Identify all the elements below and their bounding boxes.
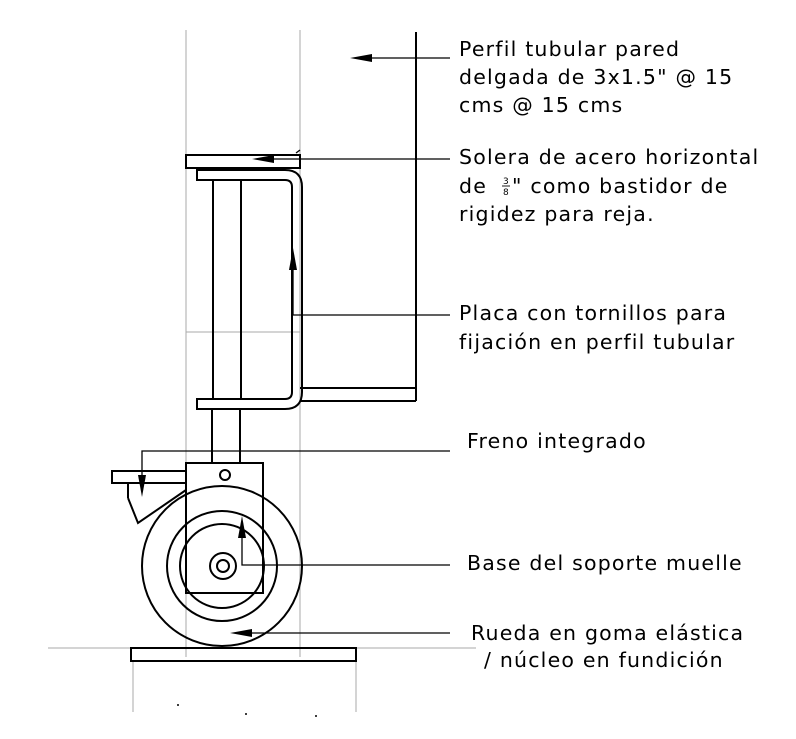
- label-integrated-brake: Freno integrado: [467, 429, 647, 453]
- label-bar-line-2-prefix: de: [459, 174, 487, 198]
- label-bar-line-3: rigidez para reja.: [459, 202, 655, 226]
- label-tube-line-3: cms @ 15 cms: [459, 93, 623, 117]
- leader-fixing-plate: [289, 248, 450, 316]
- leader-tubular-profile: [350, 54, 450, 62]
- label-bar-fraction-denominator: 8: [503, 188, 509, 198]
- label-bar-fraction-numerator: 3: [503, 177, 509, 187]
- label-base-line-1: Base del soporte muelle: [467, 551, 743, 575]
- label-tube-line-1: Perfil tubular pared: [459, 37, 680, 61]
- label-plate-line-1: Placa con tornillos para: [459, 301, 727, 325]
- label-rubber-wheel: Rueda en goma elástica / núcleo en fundi…: [471, 621, 744, 672]
- label-wheel-line-1: Rueda en goma elástica: [471, 621, 744, 645]
- label-plate-line-2: fijación en perfil tubular: [459, 330, 735, 354]
- label-wheel-line-2: / núcleo en fundición: [484, 648, 724, 672]
- caster-stem: [211, 408, 241, 464]
- label-bar-line-1: Solera de acero horizontal: [459, 145, 759, 169]
- leader-rubber-wheel: [230, 629, 450, 637]
- label-spring-support-base: Base del soporte muelle: [467, 551, 743, 575]
- label-tubular-profile: Perfil tubular pared delgada de 3x1.5" @…: [459, 37, 733, 117]
- construction-lines: [48, 30, 476, 712]
- label-brake-line-1: Freno integrado: [467, 429, 647, 453]
- elastic-rubber-wheel: [141, 485, 303, 647]
- integrated-brake: [111, 470, 187, 525]
- label-steel-bar: Solera de acero horizontal de 3 8 " como…: [459, 145, 759, 226]
- horizontal-steel-bar: [185, 154, 301, 169]
- leader-integrated-brake: [138, 450, 450, 497]
- tubular-profile: [300, 32, 417, 402]
- leader-steel-bar: [252, 149, 450, 163]
- spring-support-base: [185, 462, 264, 594]
- label-fixing-plate: Placa con tornillos para fijación en per…: [459, 301, 735, 354]
- label-bar-line-2-suffix: " como bastidor de: [512, 174, 729, 198]
- mounting-bracket: [196, 169, 303, 410]
- leader-spring-support-base: [238, 516, 450, 566]
- floor-plate: [130, 647, 357, 662]
- label-tube-line-2: delgada de 3x1.5" @ 15: [459, 65, 733, 89]
- plot-dots: [177, 704, 317, 717]
